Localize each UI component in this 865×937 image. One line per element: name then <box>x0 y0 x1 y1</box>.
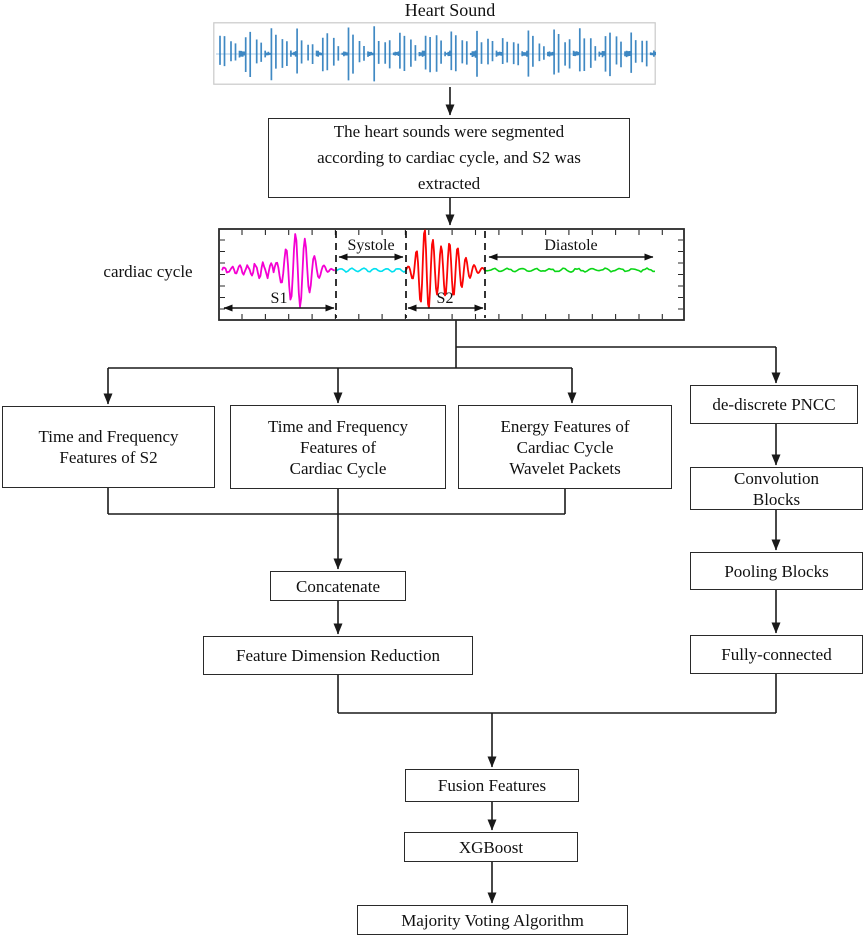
figure-title: Heart Sound <box>404 0 496 20</box>
node-tf-features-cycle: Time and Frequency Features of Cardiac C… <box>230 405 446 489</box>
node-concatenate: Concatenate <box>270 571 406 601</box>
systole-waveform <box>335 267 407 273</box>
node-fully-connected: Fully-connected <box>690 635 863 674</box>
node-feature-dimension-reduction: Feature Dimension Reduction <box>203 636 473 675</box>
cardiac-cycle-plot: S1 Systole S2 Diastole <box>218 228 685 321</box>
heart-sound-waveform <box>213 22 656 85</box>
s1-label: S1 <box>271 290 288 307</box>
node-de-discrete-pncc: de-discrete PNCC <box>690 385 858 424</box>
systole-label: Systole <box>347 237 394 254</box>
plot-ticks <box>220 230 683 319</box>
node-pooling-blocks: Pooling Blocks <box>690 552 863 590</box>
waveform-frame <box>213 22 656 85</box>
cardiac-cycle-label: cardiac cycle <box>103 262 193 281</box>
waveform-spikes <box>219 26 656 82</box>
diastole-label: Diastole <box>544 237 597 254</box>
node-tf-features-s2: Time and Frequency Features of S2 <box>2 406 215 488</box>
node-xgboost: XGBoost <box>404 832 578 862</box>
node-fusion-features: Fusion Features <box>405 769 579 802</box>
s2-waveform <box>405 229 486 309</box>
node-convolution-blocks: Convolution Blocks <box>690 467 863 510</box>
node-energy-wavelet: Energy Features of Cardiac Cycle Wavelet… <box>458 405 672 489</box>
node-majority-voting: Majority Voting Algorithm <box>357 905 628 935</box>
s2-label: S2 <box>437 290 454 307</box>
node-segmentation: The heart sounds were segmented accordin… <box>268 118 630 198</box>
diastole-waveform <box>484 267 656 273</box>
s1-waveform <box>221 233 335 308</box>
